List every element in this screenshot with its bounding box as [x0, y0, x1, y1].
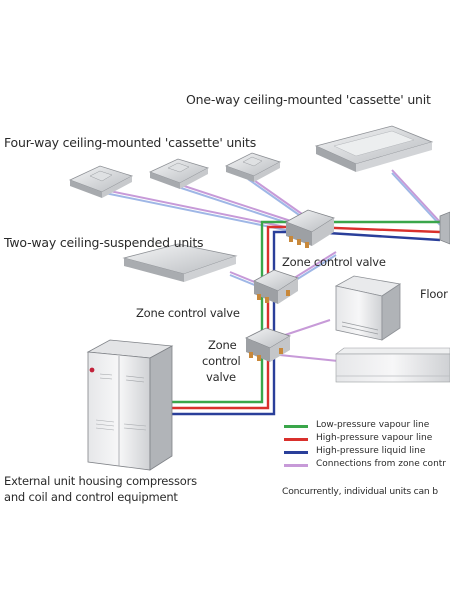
label-external-unit-line1: External unit housing compressors: [4, 474, 197, 488]
legend-swatch-red: [284, 438, 308, 441]
floor-standing-unit: [334, 275, 402, 341]
label-two-way-suspended: Two-way ceiling-suspended units: [4, 235, 204, 250]
legend-item-low-vapour: Low-pressure vapour line: [284, 420, 450, 432]
legend-item-high-vapour: High-pressure vapour line: [284, 433, 450, 445]
label-zone-valve-3-line1: Zone: [208, 338, 237, 352]
legend-text: High-pressure vapour line: [316, 433, 433, 443]
wall-mounted-unit: [335, 347, 450, 383]
one-way-cassette: [314, 125, 434, 172]
zone-valve-box-3: [245, 327, 291, 362]
label-zone-valve-3-line3: valve: [206, 370, 236, 384]
label-four-way-cassette: Four-way ceiling-mounted 'cassette' unit…: [4, 135, 257, 150]
label-zone-valve-1: Zone control valve: [282, 255, 386, 269]
brand-logo-icon: [89, 367, 95, 373]
legend-text: High-pressure liquid line: [316, 446, 426, 456]
label-concurrent-note: Concurrently, individual units can b: [282, 486, 438, 497]
label-floor-unit: Floor: [420, 287, 448, 301]
zone-valve-box-2: [253, 269, 299, 304]
label-external-unit-line2: and coil and control equipment: [4, 490, 178, 504]
legend-swatch-purple: [284, 464, 308, 467]
legend-text: Connections from zone contr: [316, 459, 446, 469]
legend-text: Low-pressure vapour line: [316, 420, 430, 430]
legend-swatch-green: [284, 425, 308, 428]
zone-valve-box-1: [285, 209, 335, 248]
legend-item-zone-connections: Connections from zone contr: [284, 459, 450, 471]
legend-swatch-blue: [284, 451, 308, 454]
zone-valve-box-4: [439, 211, 450, 245]
four-way-cassette-2: [148, 158, 210, 189]
label-zone-valve-2: Zone control valve: [136, 306, 240, 320]
four-way-cassette-3: [224, 152, 282, 182]
two-way-suspended-unit: [122, 243, 238, 282]
external-unit: [86, 339, 174, 471]
legend-item-high-liquid: High-pressure liquid line: [284, 446, 450, 458]
label-one-way-cassette: One-way ceiling-mounted 'cassette' unit: [186, 92, 431, 107]
label-zone-valve-3-line2: control: [202, 354, 241, 368]
four-way-cassette-1: [68, 165, 134, 198]
